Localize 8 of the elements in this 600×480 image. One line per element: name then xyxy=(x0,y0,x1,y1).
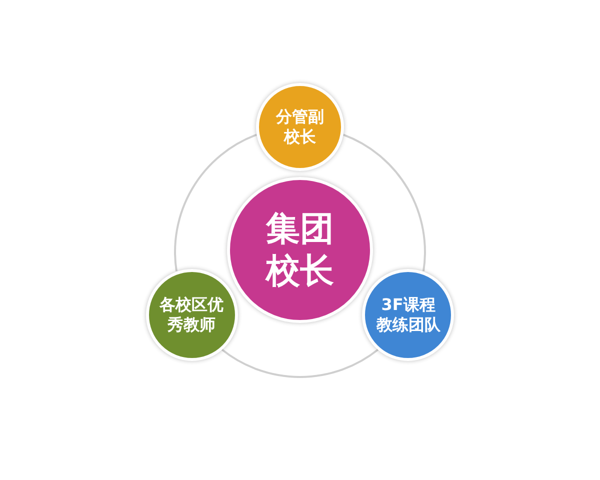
role-circle xyxy=(256,83,344,171)
connector-arc xyxy=(174,134,258,272)
node-label: 各校区优秀教师 xyxy=(158,294,225,334)
node-label: 分管副校长 xyxy=(274,107,325,147)
node-label: 集团校长 xyxy=(264,208,335,292)
connector-arc xyxy=(342,134,426,272)
connector-arc xyxy=(221,348,379,378)
node-label: 3F课程教练团队 xyxy=(375,294,442,334)
